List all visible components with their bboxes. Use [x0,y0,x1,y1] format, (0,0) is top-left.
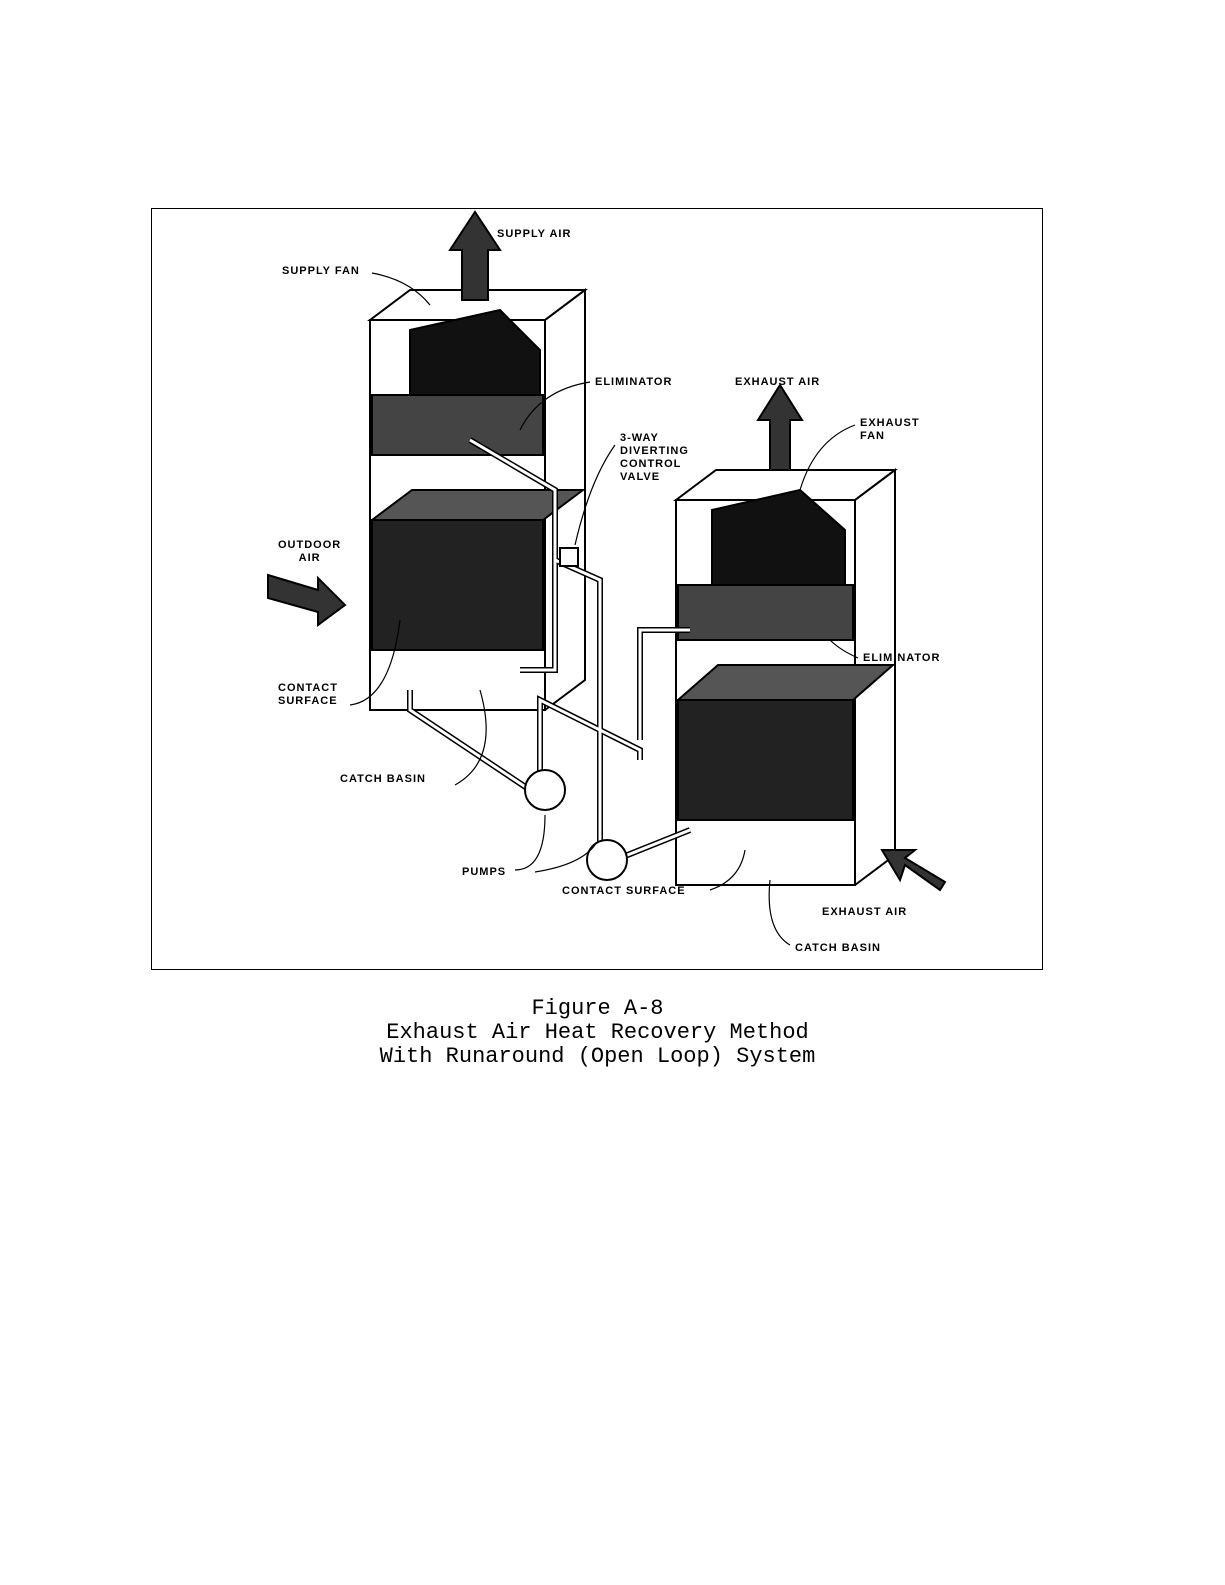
exhaust-air-inlet-arrow-icon [880,849,947,892]
label-exhaust-air-top: EXHAUST AIR [735,376,821,388]
label-eliminator-left: ELIMINATOR [595,376,673,388]
contact-surface-left [371,519,544,651]
label-eliminator-right: ELIMINATOR [863,652,941,664]
outdoor-air-arrow-icon [267,573,347,627]
figure-title-line1: Exhaust Air Heat Recovery Method [386,1020,809,1045]
exhaust-tower [673,468,898,886]
label-contact-surface-left: CONTACT SURFACE [278,682,338,707]
figure-title-line2: With Runaround (Open Loop) System [379,1044,816,1069]
label-outdoor-air: OUTDOOR AIR [278,539,342,564]
eliminator-left [371,394,544,456]
contact-surface-right [677,699,854,821]
valve-icon [559,547,579,567]
label-valve: 3-WAY DIVERTING CONTROL VALVE [620,432,689,483]
label-catch-basin-left: CATCH BASIN [340,773,426,785]
figure-number: Figure A-8 [531,996,664,1021]
eliminator-right [677,584,854,641]
label-pumps: PUMPS [462,866,507,878]
label-supply-air: SUPPLY AIR [497,228,572,240]
label-exhaust-air-bottom: EXHAUST AIR [822,906,908,918]
label-exhaust-fan: EXHAUST FAN [860,417,920,442]
figure-frame [151,208,1043,970]
label-contact-surface-right: CONTACT SURFACE [562,885,686,897]
supply-air-arrow-icon [448,210,502,301]
label-catch-basin-right: CATCH BASIN [795,942,881,954]
supply-tower [367,288,588,711]
heat-recovery-diagram [267,210,947,946]
label-supply-fan: SUPPLY FAN [282,265,360,277]
pump-left-icon [524,769,566,811]
exhaust-air-arrow-icon [756,383,804,471]
pump-right-icon [586,839,628,881]
